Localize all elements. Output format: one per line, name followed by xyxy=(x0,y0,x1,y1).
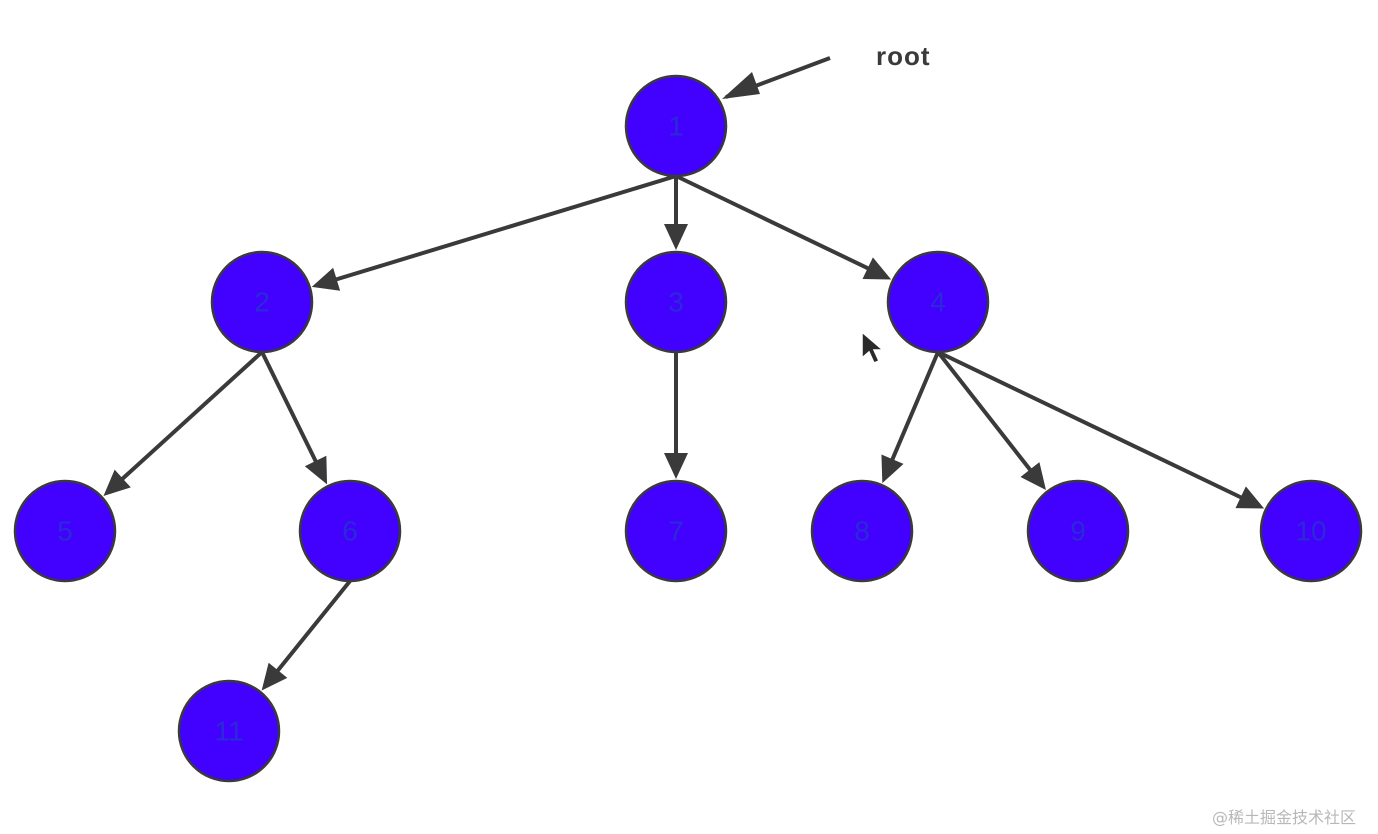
edge-2-to-5 xyxy=(119,350,264,482)
tree-node-4: 4 xyxy=(886,250,990,354)
tree-node-label: 6 xyxy=(342,516,358,547)
edge-arrowhead-1-to-2 xyxy=(311,267,341,291)
tree-node-label: 9 xyxy=(1070,516,1086,547)
tree-node-circle xyxy=(1259,479,1363,583)
tree-node-label: 11 xyxy=(214,716,243,747)
tree-node-11: 11 xyxy=(177,679,281,783)
tree-node-circle xyxy=(624,250,728,354)
tree-node-circle xyxy=(298,479,402,583)
edge-arrowhead-4-to-8 xyxy=(881,454,904,484)
edge-6-to-11 xyxy=(275,579,352,674)
edge-arrowhead-2-to-6 xyxy=(304,455,328,485)
edge-2-to-6 xyxy=(260,351,319,464)
root-pointer: root xyxy=(722,41,931,99)
tree-node-label: 1 xyxy=(668,111,684,142)
tree-node-label: 3 xyxy=(668,287,684,318)
mouse-pointer-icon xyxy=(861,330,886,364)
tree-node-9: 9 xyxy=(1026,479,1130,583)
watermark-text: @稀土掘金技术社区 xyxy=(1212,808,1356,827)
tree-node-6: 6 xyxy=(298,479,402,583)
tree-node-circle xyxy=(1026,479,1130,583)
tree-node-3: 3 xyxy=(624,250,728,354)
edge-4-to-10 xyxy=(937,350,1244,500)
edge-arrowhead-6-to-11 xyxy=(261,662,288,691)
root-label: root xyxy=(876,41,931,71)
edge-arrowhead-4-to-9 xyxy=(1020,462,1046,491)
tree-node-label: 4 xyxy=(930,287,946,318)
tree-node-1: 1 xyxy=(624,74,728,178)
tree-node-circle xyxy=(810,479,914,583)
edges-layer xyxy=(103,174,1265,691)
tree-node-7: 7 xyxy=(624,479,728,583)
tree-node-circle xyxy=(13,479,117,583)
tree-node-circle xyxy=(886,250,990,354)
tree-node-8: 8 xyxy=(810,479,914,583)
tree-node-5: 5 xyxy=(13,479,117,583)
tree-node-label: 10 xyxy=(1295,516,1326,547)
root-pointer-arrowhead xyxy=(722,72,760,99)
edge-arrowhead-2-to-5 xyxy=(103,469,131,497)
tree-node-label: 7 xyxy=(668,516,684,547)
edge-4-to-8 xyxy=(889,351,940,462)
tree-node-circle xyxy=(624,74,728,178)
tree-node-circle xyxy=(210,250,314,354)
edge-arrowhead-3-to-7 xyxy=(664,453,688,479)
edge-arrowhead-1-to-4 xyxy=(862,257,892,280)
edge-1-to-4 xyxy=(675,174,871,271)
tree-node-label: 2 xyxy=(254,287,270,318)
tree-node-label: 8 xyxy=(854,516,870,547)
edge-1-to-2 xyxy=(334,174,677,282)
edge-arrowhead-1-to-3 xyxy=(664,224,688,250)
nodes-layer: 1 2 3 4 5 6 7 8 9 10 11 xyxy=(13,74,1363,783)
edge-4-to-9 xyxy=(936,350,1033,473)
tree-node-circle xyxy=(624,479,728,583)
edge-arrowhead-4-to-10 xyxy=(1235,486,1265,509)
tree-node-10: 10 xyxy=(1259,479,1363,583)
tree-node-circle xyxy=(177,679,281,783)
tree-node-2: 2 xyxy=(210,250,314,354)
tree-node-label: 5 xyxy=(57,516,73,547)
